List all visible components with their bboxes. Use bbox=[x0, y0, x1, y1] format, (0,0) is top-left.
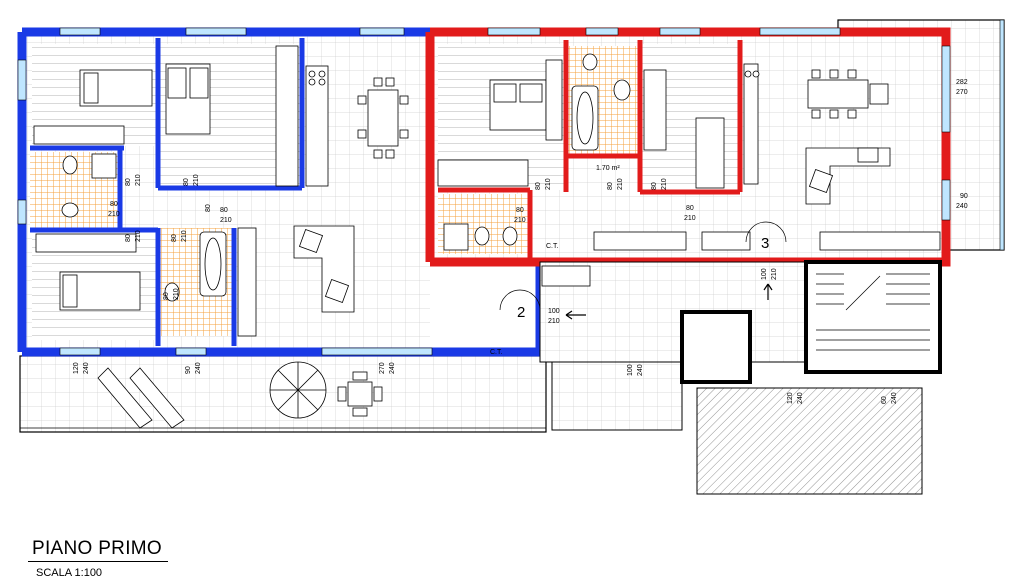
svg-text:80: 80 bbox=[651, 182, 658, 190]
dimension-labels: 80 210 80 210 80 210 80 210 80 210 80 21… bbox=[73, 79, 968, 404]
svg-text:210: 210 bbox=[135, 230, 142, 242]
svg-text:90: 90 bbox=[960, 193, 968, 200]
svg-text:210: 210 bbox=[771, 268, 778, 280]
svg-text:240: 240 bbox=[637, 364, 644, 376]
unit-number-2: 2 bbox=[517, 304, 525, 321]
unit-number-3: 3 bbox=[761, 235, 769, 252]
svg-text:1.70 m²: 1.70 m² bbox=[596, 165, 620, 172]
svg-text:210: 210 bbox=[220, 217, 232, 224]
svg-text:270: 270 bbox=[956, 89, 968, 96]
svg-text:210: 210 bbox=[514, 217, 526, 224]
svg-text:C.T.: C.T. bbox=[490, 349, 503, 356]
svg-text:C.T.: C.T. bbox=[546, 243, 559, 250]
svg-text:80: 80 bbox=[686, 205, 694, 212]
svg-text:210: 210 bbox=[181, 230, 188, 242]
svg-text:100: 100 bbox=[627, 364, 634, 376]
svg-text:240: 240 bbox=[389, 362, 396, 374]
svg-text:210: 210 bbox=[661, 178, 668, 190]
svg-text:240: 240 bbox=[891, 392, 898, 404]
svg-text:100: 100 bbox=[761, 268, 768, 280]
svg-text:90: 90 bbox=[185, 366, 192, 374]
svg-text:120: 120 bbox=[73, 362, 80, 374]
svg-text:240: 240 bbox=[956, 203, 968, 210]
unit-left bbox=[17, 27, 545, 429]
svg-text:80: 80 bbox=[607, 182, 614, 190]
svg-text:80: 80 bbox=[535, 182, 542, 190]
svg-text:80: 80 bbox=[125, 234, 132, 242]
svg-text:80: 80 bbox=[171, 234, 178, 242]
unit-right bbox=[425, 27, 951, 267]
plan-scale: SCALA 1:100 bbox=[36, 567, 103, 579]
svg-text:270: 270 bbox=[379, 362, 386, 374]
svg-text:80: 80 bbox=[110, 201, 118, 208]
plan-title: PIANO PRIMO bbox=[32, 538, 162, 559]
svg-text:210: 210 bbox=[617, 178, 624, 190]
svg-text:80: 80 bbox=[163, 292, 170, 300]
svg-text:240: 240 bbox=[83, 362, 90, 374]
svg-text:210: 210 bbox=[108, 211, 120, 218]
svg-text:282: 282 bbox=[956, 79, 968, 86]
svg-text:80: 80 bbox=[125, 178, 132, 186]
svg-text:80: 80 bbox=[516, 207, 524, 214]
entry-arrow-icon-2 bbox=[763, 283, 773, 300]
svg-text:240: 240 bbox=[797, 392, 804, 404]
title-underline bbox=[28, 561, 168, 562]
entry-arrow-icon bbox=[565, 310, 586, 320]
svg-text:80: 80 bbox=[205, 204, 212, 212]
unit-number-markers: 2 3 bbox=[499, 221, 787, 321]
svg-text:100: 100 bbox=[548, 308, 560, 315]
svg-text:120: 120 bbox=[787, 392, 794, 404]
svg-text:210: 210 bbox=[135, 174, 142, 186]
svg-text:210: 210 bbox=[684, 215, 696, 222]
common-area bbox=[539, 260, 942, 384]
svg-text:80: 80 bbox=[220, 207, 228, 214]
svg-text:60: 60 bbox=[881, 396, 888, 404]
svg-text:210: 210 bbox=[173, 288, 180, 300]
svg-text:240: 240 bbox=[195, 362, 202, 374]
svg-text:210: 210 bbox=[545, 178, 552, 190]
hatched-area bbox=[696, 387, 923, 495]
lower-annex bbox=[551, 359, 683, 431]
svg-text:210: 210 bbox=[548, 318, 560, 325]
svg-text:210: 210 bbox=[193, 174, 200, 186]
svg-text:80: 80 bbox=[183, 178, 190, 186]
